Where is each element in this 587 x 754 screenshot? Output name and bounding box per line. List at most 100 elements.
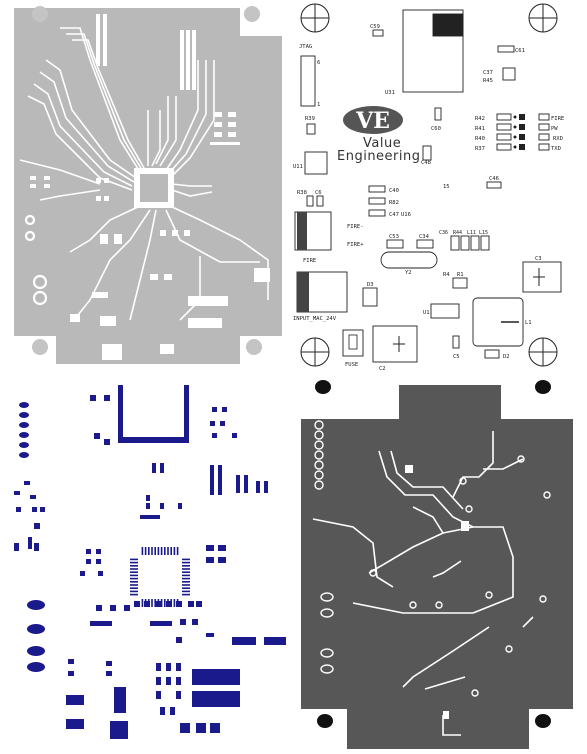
label-fire-plus: FIRE+ [347, 242, 364, 248]
label-l11: L11 [467, 230, 476, 236]
qfp-paste-pin [167, 547, 169, 555]
mount-hole-tl [32, 6, 48, 22]
qfp-paste-pin [160, 599, 163, 607]
label-c61: C61 [515, 48, 525, 54]
qfp-paste-pin [182, 574, 190, 577]
qfp-paste-pin [182, 561, 190, 564]
qfp-paste-pin [182, 587, 190, 589]
qfp-paste-pin [167, 599, 169, 607]
label-fire-conn: FIRE [303, 258, 316, 264]
top-copper-layer [0, 0, 293, 375]
label-c53: C53 [389, 234, 399, 240]
qfp-paste-pin [130, 568, 138, 570]
qfp-paste-pin [182, 581, 190, 583]
qfp-paste-pin [182, 584, 190, 586]
led-markers [513, 114, 525, 150]
label-c37: C37 [483, 70, 493, 76]
label-l15: L15 [479, 230, 488, 236]
qfp-paste-pin [182, 577, 190, 580]
silkscreen-layer: VE Value Engineering C59 JTAG 6 1 U31 C6… [293, 0, 587, 375]
label-r1: R1 [457, 272, 464, 278]
qfp-paste-pin [182, 558, 190, 561]
label-rxd-led: RXD [553, 136, 563, 142]
qfp-paste-pin [182, 571, 190, 573]
qfp-paste-pin [130, 558, 138, 561]
label-pw-led: PW [551, 126, 558, 132]
brand-line1: Value [363, 136, 401, 151]
top-connector-pads [96, 14, 196, 90]
qfp-paste-pin [157, 547, 160, 555]
label-c36: C36 [439, 230, 448, 236]
qfp-paste-pin [160, 547, 163, 555]
qfp-paste-pin [130, 581, 138, 583]
qfp-paste-pin [157, 599, 160, 607]
crosshair-marks [300, 3, 558, 367]
qfp-paste-pin [141, 599, 144, 607]
qfp-paste-pin [151, 599, 153, 607]
label-c40: C40 [389, 188, 399, 194]
label-r42: R42 [475, 116, 485, 122]
label-fuse: FUSE [345, 362, 358, 368]
qfp-paste-pin [144, 547, 147, 555]
bottom-board-outline [301, 385, 573, 749]
qfp-paste-pin [170, 547, 172, 555]
qfp-paste-pin [154, 599, 156, 607]
qfp-paste-pin [182, 593, 190, 596]
label-input-mac: INPUT_MAC_24V [293, 316, 337, 322]
qfp-paste-pin [130, 587, 138, 589]
label-jtag-pin6: 6 [317, 60, 320, 66]
label-c60: C60 [431, 126, 441, 132]
label-c48: C48 [421, 160, 431, 166]
qfp-paste-pin [173, 599, 176, 607]
label-r82: R82 [389, 200, 399, 206]
qfp-paste-pin [164, 599, 166, 607]
label-u16: U16 [401, 212, 411, 218]
solder-paste-svg [14, 385, 286, 739]
qfp-paste-pin [141, 547, 144, 555]
label-c46: C46 [489, 176, 499, 182]
brand-line2: Engineering [337, 149, 421, 164]
qfp-paste-pin [164, 547, 166, 555]
mount-hole-br [246, 339, 262, 355]
qfp-paste-pin [144, 599, 147, 607]
qfp-paste-pin [182, 565, 190, 567]
qfp-paste-pin [130, 584, 138, 586]
label-txd-led: TXD [551, 146, 561, 152]
label-fire-led: FIRE [551, 116, 564, 122]
mount-hole-bl [32, 339, 48, 355]
label-y2: Y2 [405, 270, 412, 276]
label-c34: C34 [419, 234, 430, 240]
qfp-chip [134, 168, 174, 208]
qfp-paste-pin [130, 571, 138, 573]
qfp-paste-pin [170, 599, 172, 607]
label-d2: D2 [503, 354, 510, 360]
label-fire-minus: FIRE- [347, 224, 364, 230]
silkscreen-svg: VE Value Engineering C59 JTAG 6 1 U31 C6… [293, 3, 564, 372]
qfp-paste-pin [154, 547, 156, 555]
label-u1: U1 [423, 310, 430, 316]
mount-hole-tr [244, 6, 260, 22]
label-mark-15: 15 [443, 184, 450, 190]
paste-pads [14, 385, 286, 739]
qfp-paste-pin [173, 547, 176, 555]
bottom-traces [312, 431, 534, 736]
top-copper-svg [14, 6, 282, 364]
label-c47: C47 [389, 212, 399, 218]
qfp-paste-pin [148, 599, 150, 607]
bottom-connector-pins [314, 420, 551, 697]
bottom-mount-holes [315, 380, 551, 728]
misc-pads [30, 176, 270, 360]
label-c3: C3 [535, 256, 542, 262]
label-r44: R44 [453, 230, 462, 236]
qfp-paste-pin [151, 547, 153, 555]
label-r38: R38 [297, 190, 307, 196]
bottom-copper-layer [293, 377, 587, 754]
qfp-paste-pin [182, 590, 190, 593]
qfp-paste-pin [130, 565, 138, 567]
right-resistor-pads [210, 112, 240, 145]
label-c59: C59 [370, 24, 380, 30]
component-outlines [294, 9, 562, 363]
signal-traces [19, 27, 269, 321]
qfp-paste-pin [130, 593, 138, 596]
label-jtag-pin1: 1 [317, 102, 320, 108]
